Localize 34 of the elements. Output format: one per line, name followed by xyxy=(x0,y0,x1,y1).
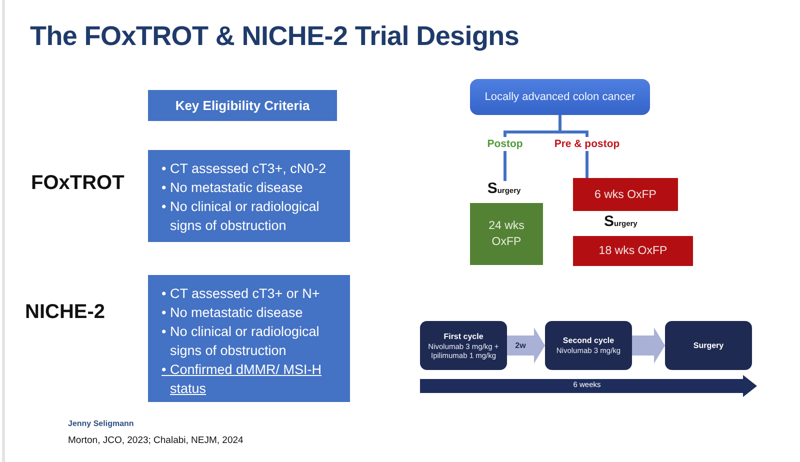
block-arrow xyxy=(632,328,665,364)
arm-label: Postop xyxy=(486,137,524,151)
step-box: Surgery xyxy=(665,321,752,370)
trial-name: NICHE-2 xyxy=(25,300,106,324)
arm-label: Pre & postop xyxy=(555,137,619,151)
treatment-box: 6 wks OxFP xyxy=(573,178,678,211)
treatment-box: 18 wks OxFP xyxy=(573,236,693,266)
reference-text: Morton, JCO, 2023; Chalabi, NEJM, 2024 xyxy=(68,435,244,447)
criteria-item: • No metastatic disease xyxy=(160,304,304,322)
criteria-item: • No metastatic disease xyxy=(160,179,304,197)
cycle-title: First cycle xyxy=(444,330,484,342)
criteria-item: • No clinical or radiological signs of obstruction xyxy=(160,198,320,235)
cycle-title: Second cycle xyxy=(562,335,614,346)
step-label: Surgery xyxy=(486,181,522,197)
criteria-item: • No clinical or radiological signs of obstruction xyxy=(160,323,320,360)
criteria-item: • CT assessed cT3+ or N+ xyxy=(160,285,321,303)
connector-line xyxy=(558,115,588,137)
criteria-item: • Confirmed dMMR/ MSI-H status xyxy=(160,361,322,398)
author-name: Jenny Seligmann xyxy=(68,419,134,429)
criteria-box xyxy=(148,275,350,402)
criteria-header: Key Eligibility Criteria xyxy=(148,90,337,121)
criteria-item: • CT assessed cT3+, cN0-2 xyxy=(160,160,328,178)
connector-line xyxy=(586,151,588,178)
treatment-box: 24 wks OxFP xyxy=(470,203,543,265)
cycle-box xyxy=(545,321,632,370)
population-box: Locally advanced colon cancer xyxy=(470,79,650,115)
cycle-box xyxy=(420,321,507,370)
slide-title: The FOxTROT & NICHE-2 Trial Designs xyxy=(30,20,520,52)
step-label: Surgery xyxy=(604,214,638,231)
criteria-box xyxy=(148,150,350,242)
trial-name: FOxTROT xyxy=(31,171,124,195)
edge-label: 2w xyxy=(515,340,526,350)
block-arrow xyxy=(507,328,545,364)
connector-line xyxy=(504,151,506,181)
